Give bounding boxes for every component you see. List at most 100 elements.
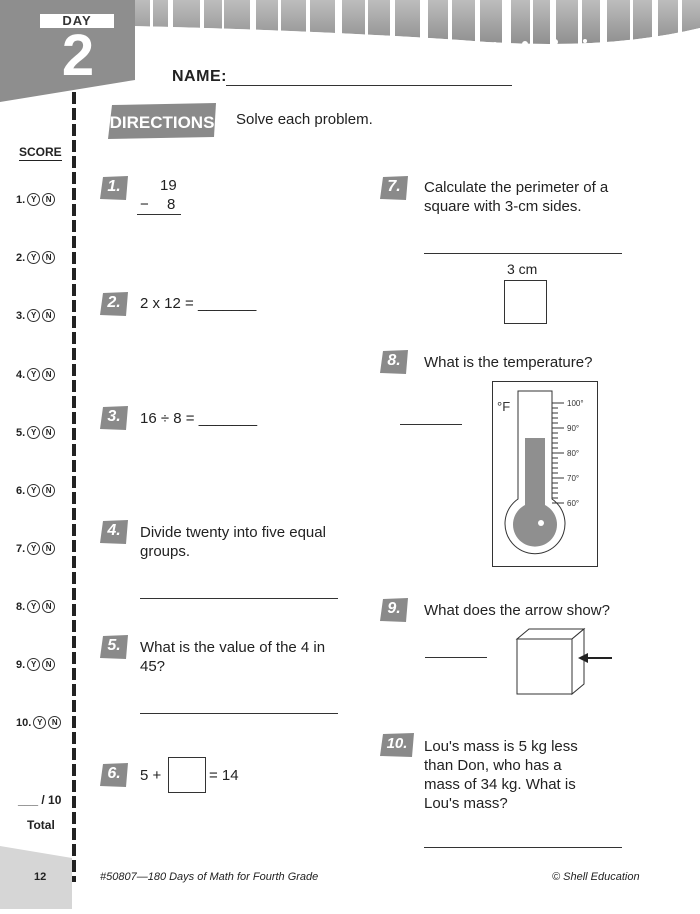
no-circle[interactable]: N: [42, 193, 56, 206]
problem-9-badge: 9.: [380, 598, 408, 622]
score-row-label: 8.: [16, 600, 26, 613]
problem-3-badge: 3.: [100, 406, 128, 430]
directions-badge-text: DIRECTIONS: [110, 113, 215, 132]
no-circle[interactable]: N: [42, 309, 56, 322]
problem-9-number: 9.: [387, 600, 401, 617]
yes-circle[interactable]: Y: [27, 658, 41, 671]
scale-label: 70°: [567, 474, 579, 483]
yes-circle[interactable]: Y: [27, 426, 41, 439]
yes-circle[interactable]: Y: [27, 251, 41, 264]
yes-circle[interactable]: Y: [27, 309, 41, 322]
problem-8-answer-line[interactable]: [400, 424, 462, 425]
score-row-label: 1.: [16, 193, 26, 206]
scale-label: 60°: [567, 499, 579, 508]
name-label: NAME:: [172, 68, 227, 85]
side-dashed-line: [72, 92, 76, 882]
problem-2-badge: 2.: [100, 292, 128, 316]
problem-7-number: 7.: [387, 178, 401, 195]
problem-5-text: What is the value of the 4 in 45?: [140, 639, 326, 675]
yes-circle[interactable]: Y: [33, 716, 47, 729]
yes-circle[interactable]: Y: [27, 600, 41, 613]
score-row-label: 4.: [16, 368, 26, 381]
problem-1-line: [137, 214, 181, 215]
problem-10-number: 10.: [386, 735, 408, 752]
day-label: DAY: [40, 14, 114, 28]
problem-4-number: 4.: [107, 522, 121, 539]
page-number: 12: [34, 871, 47, 883]
problem-6-badge: 6.: [100, 763, 128, 787]
problem-6-right: = 14: [209, 767, 239, 784]
cube-with-arrow: [514, 627, 614, 697]
problem-5-answer-line[interactable]: [140, 713, 338, 714]
problem-10-answer-line[interactable]: [424, 847, 622, 848]
problem-1-badge: 1.: [100, 176, 128, 200]
problem-6-left: 5 +: [140, 767, 162, 784]
problem-6-answer-box[interactable]: [168, 757, 206, 793]
day-number: 2: [61, 23, 95, 88]
problem-7-text: Calculate the perimeter of a square with…: [424, 179, 609, 215]
no-circle[interactable]: N: [42, 426, 56, 439]
score-row-label: 3.: [16, 309, 26, 322]
no-circle[interactable]: N: [42, 484, 56, 497]
problem-1-number: 1.: [107, 178, 121, 195]
problem-4-badge: 4.: [100, 520, 128, 544]
score-row-label: 6.: [16, 484, 26, 497]
scale-label: 80°: [567, 449, 579, 458]
problem-4-text: Divide twenty into five equal groups.: [140, 524, 326, 560]
scale-label: 90°: [567, 424, 579, 433]
yes-circle[interactable]: Y: [27, 368, 41, 381]
problem-7-square: [504, 280, 547, 324]
problem-8-badge: 8.: [380, 350, 408, 374]
problem-8-number: 8.: [387, 352, 401, 369]
yes-circle[interactable]: Y: [27, 542, 41, 555]
problem-5-number: 5.: [107, 637, 121, 654]
score-total: ___ / 10: [18, 793, 62, 807]
thermometer-figure: 100°90°80°70°60° °F: [492, 381, 598, 567]
directions-badge: DIRECTIONS: [108, 103, 218, 139]
problem-4-answer-line[interactable]: [140, 598, 338, 599]
problem-7-badge: 7.: [380, 176, 408, 200]
yes-circle[interactable]: Y: [27, 193, 41, 206]
no-circle[interactable]: N: [42, 658, 56, 671]
problem-2-text: 2 x 12 = _______: [140, 295, 257, 312]
thermometer-unit: °F: [497, 399, 510, 414]
problem-1-bottom: 8: [167, 196, 176, 213]
day-tab: DAY 2: [0, 0, 135, 102]
name-line[interactable]: [226, 85, 512, 86]
total-label: Total: [27, 818, 55, 832]
score-row-label: 2.: [16, 251, 26, 264]
footer-copyright: © Shell Education: [552, 871, 640, 883]
problem-8-text: What is the temperature?: [424, 354, 593, 371]
problem-6-number: 6.: [107, 765, 121, 782]
problem-1-operator: −: [140, 196, 149, 213]
score-row-label: 9.: [16, 658, 26, 671]
score-row-label: 7.: [16, 542, 26, 555]
no-circle[interactable]: N: [48, 716, 62, 729]
problem-5-badge: 5.: [100, 635, 128, 659]
problem-1-top: 19: [160, 177, 177, 194]
yes-circle[interactable]: Y: [27, 484, 41, 497]
problem-3-number: 3.: [107, 408, 121, 425]
problem-9-answer-line[interactable]: [425, 657, 487, 658]
no-circle[interactable]: N: [42, 251, 56, 264]
no-circle[interactable]: N: [42, 600, 56, 613]
problem-9-text: What does the arrow show?: [424, 602, 610, 619]
no-circle[interactable]: N: [42, 368, 56, 381]
problem-7-answer-line[interactable]: [424, 253, 622, 254]
problem-10-text: Lou's mass is 5 kg less than Don, who ha…: [424, 738, 578, 812]
directions-text: Solve each problem.: [236, 111, 373, 128]
score-row-label: 10.: [16, 716, 32, 729]
no-circle[interactable]: N: [42, 542, 56, 555]
score-title: SCORE: [19, 145, 62, 161]
footer-book-title: #50807—180 Days of Math for Fourth Grade: [100, 871, 319, 883]
